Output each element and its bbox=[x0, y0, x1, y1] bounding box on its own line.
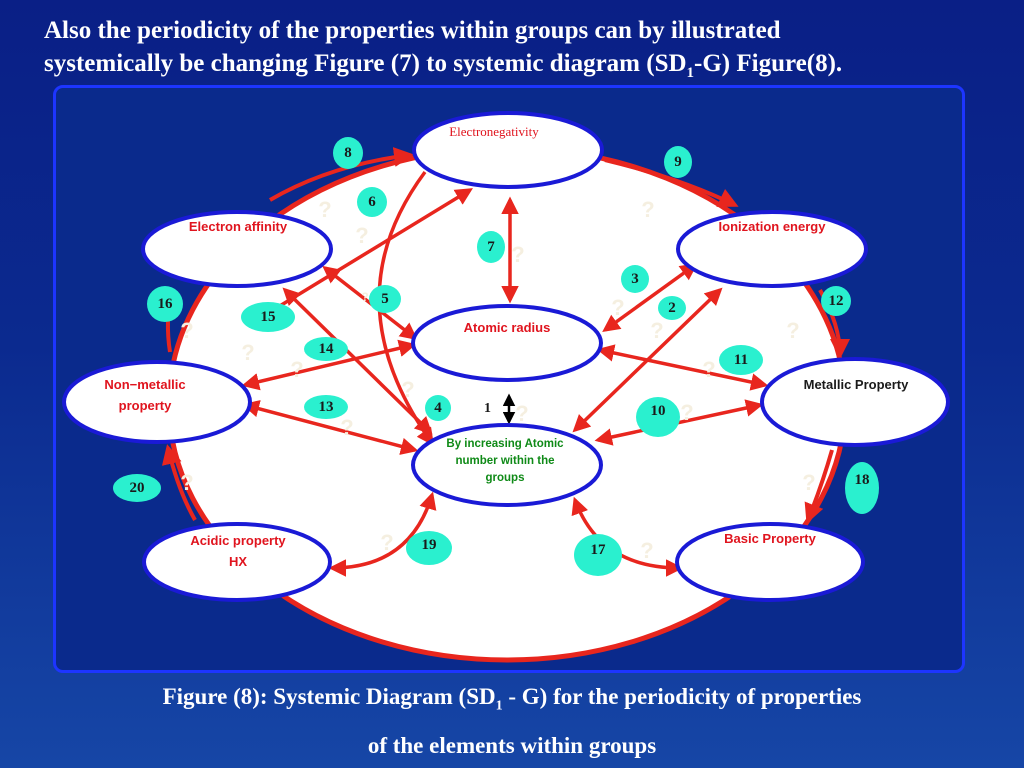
question-mark: ? bbox=[802, 470, 815, 495]
heading-line-2-end: -G) Figure(8). bbox=[694, 50, 843, 77]
svg-text:14: 14 bbox=[319, 341, 335, 357]
label-one: 1 bbox=[484, 401, 491, 416]
node-metallic: Metallic Property bbox=[760, 357, 950, 447]
caption-text: Figure (8): Systemic Diagram (SD bbox=[162, 684, 496, 709]
badge-4: 4 bbox=[425, 395, 451, 421]
figure-caption-line-2: of the elements within groups bbox=[367, 733, 657, 758]
question-mark: ? bbox=[401, 377, 414, 402]
question-mark: ? bbox=[355, 223, 368, 248]
question-marks: ? ? ? ? ? ? ? ? ? ? ? ? ? ? ? ? ? ? ? ? bbox=[180, 197, 815, 563]
question-mark: ? bbox=[318, 197, 331, 222]
label-acidic-1: Acidic property bbox=[190, 533, 286, 548]
badge-13: 13 bbox=[304, 395, 348, 419]
question-mark: ? bbox=[180, 318, 193, 343]
node-ionization-energy: Ionization energy bbox=[676, 210, 868, 288]
svg-text:11: 11 bbox=[734, 352, 748, 368]
heading-subscript: 1 bbox=[686, 65, 695, 81]
svg-text:5: 5 bbox=[381, 291, 389, 307]
svg-text:6: 6 bbox=[368, 194, 376, 210]
node-basic: Basic Property bbox=[675, 522, 865, 602]
question-mark: ? bbox=[641, 197, 654, 222]
badge-7: 7 bbox=[477, 231, 505, 263]
question-mark: ? bbox=[380, 530, 393, 555]
heading-line-1: Also the periodicity of the properties w… bbox=[44, 17, 781, 44]
question-mark: ? bbox=[650, 318, 663, 343]
svg-text:16: 16 bbox=[158, 296, 174, 312]
question-mark: ? bbox=[241, 340, 254, 365]
label-center-1: By increasing Atomic bbox=[446, 438, 564, 450]
svg-text:19: 19 bbox=[422, 537, 437, 553]
label-atomic-radius: Atomic radius bbox=[464, 320, 551, 335]
caption-text-end: - G) for the periodicity of properties bbox=[502, 684, 862, 709]
badge-2: 2 bbox=[658, 296, 686, 320]
svg-text:9: 9 bbox=[674, 154, 682, 170]
badge-20: 20 bbox=[113, 474, 161, 502]
badge-12: 12 bbox=[821, 286, 851, 316]
question-mark: ? bbox=[786, 318, 799, 343]
badge-14: 14 bbox=[304, 337, 348, 361]
badge-11: 11 bbox=[719, 345, 763, 375]
svg-text:13: 13 bbox=[319, 399, 334, 415]
question-mark: ? bbox=[290, 357, 303, 382]
badge-18: 18 bbox=[845, 462, 879, 514]
label-acidic-2: HX bbox=[229, 554, 247, 569]
svg-text:2: 2 bbox=[668, 300, 676, 316]
question-mark: ? bbox=[640, 538, 653, 563]
badge-19: 19 bbox=[406, 531, 452, 565]
question-mark: ? bbox=[515, 401, 528, 426]
svg-text:8: 8 bbox=[344, 145, 352, 161]
svg-text:4: 4 bbox=[434, 400, 442, 416]
badge-16: 16 bbox=[147, 286, 183, 322]
question-mark: ? bbox=[180, 470, 193, 495]
badge-17: 17 bbox=[574, 534, 622, 576]
node-center: By increasing Atomic number within the g… bbox=[411, 423, 603, 507]
label-electron-affinity: Electron affinity bbox=[189, 219, 288, 234]
figure-caption-line-1: Figure (8): Systemic Diagram (SD1 - G) f… bbox=[40, 684, 984, 715]
label-non-metallic-1: Non−metallic bbox=[104, 377, 185, 392]
question-mark: ? bbox=[361, 290, 368, 304]
node-electron-affinity: Electron affinity bbox=[141, 210, 333, 288]
label-center-2: number within the bbox=[455, 455, 554, 467]
svg-text:15: 15 bbox=[261, 309, 276, 325]
node-acidic: Acidic property HX bbox=[142, 522, 332, 602]
node-non-metallic: Non−metallic property bbox=[62, 360, 252, 444]
label-ionization-energy: Ionization energy bbox=[719, 219, 827, 234]
node-atomic-radius: Atomic radius bbox=[411, 304, 603, 382]
badge-6: 6 bbox=[357, 187, 387, 217]
badge-10: 10 bbox=[636, 397, 680, 437]
label-center-3: groups bbox=[486, 472, 525, 484]
svg-text:17: 17 bbox=[591, 542, 607, 558]
heading-line-2-text: systemically be changing Figure (7) to s… bbox=[44, 50, 687, 77]
inner-arrows bbox=[241, 196, 769, 577]
svg-text:12: 12 bbox=[829, 293, 844, 309]
badge-5: 5 bbox=[369, 285, 401, 313]
label-basic: Basic Property bbox=[724, 531, 817, 546]
question-mark: ? bbox=[511, 242, 524, 267]
svg-text:18: 18 bbox=[855, 472, 870, 488]
question-mark: ? bbox=[611, 295, 624, 320]
label-metallic: Metallic Property bbox=[804, 377, 910, 392]
label-electronegativity: Electronegativity bbox=[449, 124, 539, 139]
svg-text:7: 7 bbox=[487, 239, 495, 255]
svg-text:20: 20 bbox=[130, 480, 145, 496]
caption-subscript: 1 bbox=[495, 698, 503, 714]
node-electronegativity: Electronegativity bbox=[412, 111, 604, 189]
badge-8: 8 bbox=[333, 137, 363, 169]
slide-heading: Also the periodicity of the properties w… bbox=[44, 14, 1004, 90]
badge-15: 15 bbox=[241, 302, 295, 332]
outer-ring-arrows bbox=[158, 147, 850, 524]
badge-9: 9 bbox=[664, 146, 692, 178]
heading-line-2: systemically be changing Figure (7) to s… bbox=[44, 47, 1004, 90]
question-mark: ? bbox=[680, 400, 693, 425]
svg-text:10: 10 bbox=[651, 403, 666, 419]
label-non-metallic-2: property bbox=[119, 398, 173, 413]
svg-text:3: 3 bbox=[631, 271, 639, 287]
question-mark: ? bbox=[340, 415, 353, 440]
question-mark: ? bbox=[702, 357, 715, 382]
badge-3: 3 bbox=[621, 265, 649, 293]
